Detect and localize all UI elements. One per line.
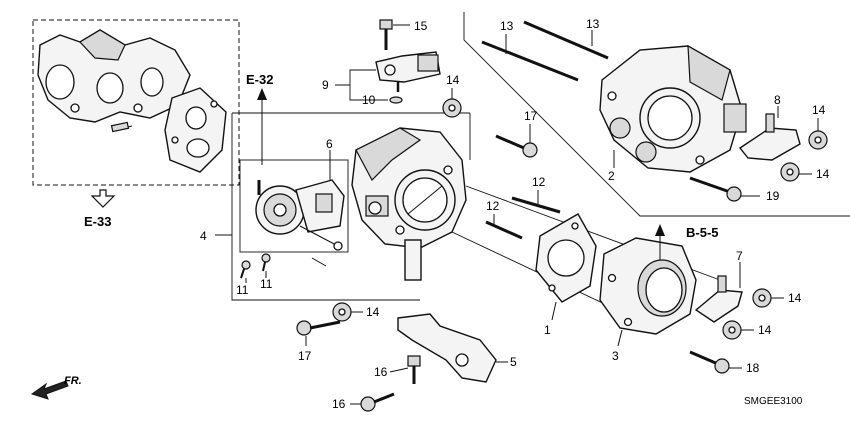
screw-11-a (240, 260, 251, 283)
callout-14-right-b[interactable]: 14 (758, 323, 772, 337)
stud-12-lower (485, 214, 523, 240)
inset-box (32, 19, 240, 186)
bolt-19 (689, 176, 760, 202)
elbow-3 (599, 237, 697, 347)
callout-19[interactable]: 19 (766, 189, 780, 203)
callout-9-bracket (335, 69, 388, 101)
callout-10[interactable]: 10 (362, 93, 376, 107)
callout-17-lower[interactable]: 17 (298, 349, 312, 363)
section-divider (463, 12, 850, 217)
callout-16-a[interactable]: 16 (374, 365, 388, 379)
callout-12-a[interactable]: 12 (532, 175, 546, 189)
map-sensor-9 (375, 51, 441, 92)
throttle-body (351, 127, 467, 281)
ref-e33[interactable]: E-33 (84, 214, 111, 229)
gasket-1 (535, 213, 597, 321)
bolt-17-lower (296, 320, 341, 346)
nut-14-right-b (722, 320, 754, 340)
callout-11-a[interactable]: 11 (236, 283, 249, 297)
callout-14-top-right-a[interactable]: 14 (812, 103, 826, 117)
bolt-17-upper (495, 124, 538, 158)
callout-14-top-right-b[interactable]: 14 (816, 167, 830, 181)
callout-16-b[interactable]: 16 (332, 397, 346, 411)
housing-2 (599, 44, 747, 173)
nut-14-upper (442, 88, 462, 118)
oring-10 (389, 96, 403, 104)
callout-9[interactable]: 9 (322, 78, 329, 92)
e32-reference-arrow (257, 88, 267, 165)
nut-14-lower (332, 302, 363, 322)
bolt-16-a (389, 355, 421, 384)
screw-11-b (261, 253, 271, 278)
actuator-part-6 (239, 150, 349, 267)
callout-14-right-a[interactable]: 14 (788, 291, 802, 305)
front-direction-arrow (30, 380, 69, 400)
bracket-8 (738, 106, 801, 161)
diagram-code: SMGEE3100 (744, 396, 803, 407)
callout-14-lower[interactable]: 14 (366, 305, 380, 319)
b55-reference-arrow (655, 224, 665, 260)
stud-13-b (523, 20, 609, 60)
callout-13-a[interactable]: 13 (500, 19, 514, 33)
callout-6[interactable]: 6 (326, 137, 333, 151)
callout-4[interactable]: 4 (200, 229, 207, 243)
nut-14-top-right-b (780, 162, 812, 182)
bolt-18 (689, 350, 742, 374)
callout-4-bracket (215, 112, 471, 301)
bracket-5 (397, 313, 508, 383)
callout-8[interactable]: 8 (774, 93, 781, 107)
callout-3[interactable]: 3 (612, 349, 619, 363)
bolt-15 (379, 19, 410, 50)
nut-14-top-right-a (808, 118, 828, 150)
callout-17-upper[interactable]: 17 (524, 109, 538, 123)
sensor-bracket-7 (694, 262, 743, 323)
nut-14-right-a (752, 288, 784, 308)
front-label: FR. (64, 375, 82, 387)
callout-5[interactable]: 5 (510, 355, 517, 369)
callout-18[interactable]: 18 (746, 361, 760, 375)
callout-1[interactable]: 1 (544, 323, 551, 337)
callout-15[interactable]: 15 (414, 19, 428, 33)
callout-13-b[interactable]: 13 (586, 17, 600, 31)
ref-e32[interactable]: E-32 (246, 72, 273, 87)
callout-11-b[interactable]: 11 (260, 277, 273, 291)
callout-14-upper[interactable]: 14 (446, 73, 460, 87)
callout-2[interactable]: 2 (608, 169, 615, 183)
stud-13-a (481, 34, 579, 82)
e33-reference-arrow (90, 189, 116, 208)
callout-7[interactable]: 7 (736, 249, 743, 263)
stud-12-upper (511, 190, 561, 214)
ref-b55[interactable]: B-5-5 (686, 225, 719, 240)
bolt-16-b (350, 392, 395, 412)
callout-12-b[interactable]: 12 (486, 199, 500, 213)
